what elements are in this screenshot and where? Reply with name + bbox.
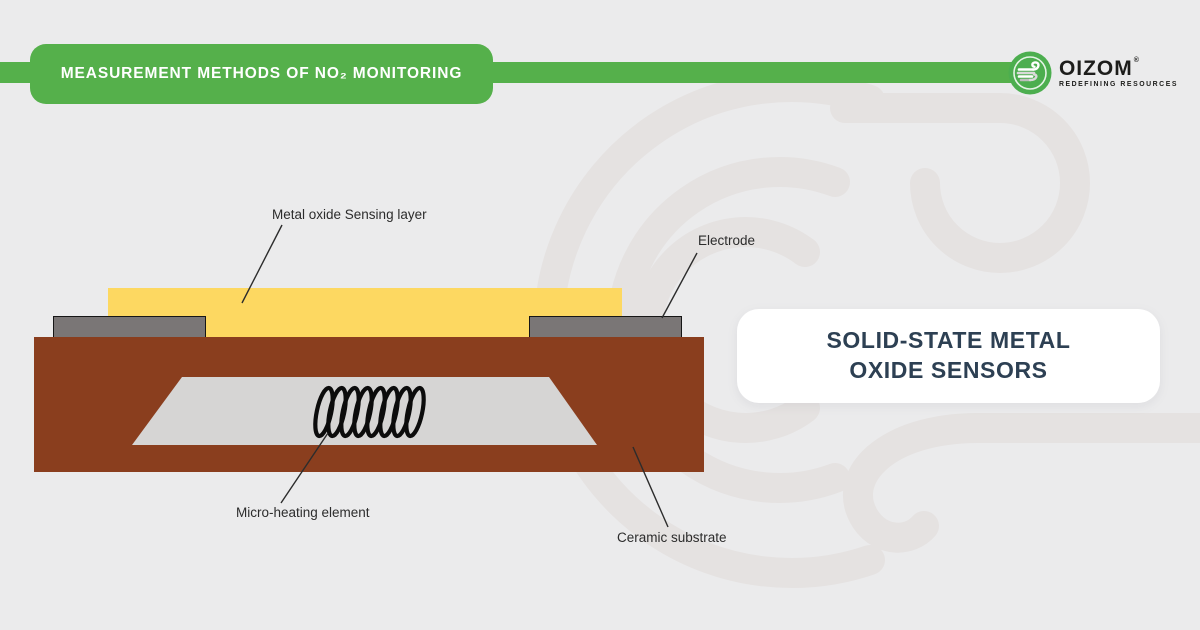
label-electrode: Electrode [698,233,756,248]
heating-coil-icon [313,385,426,439]
logo-text-block: OIZOM ® REDEFINING RESOURCES [1058,56,1178,89]
electrode-right-shape [529,316,682,339]
electrode-left-shape [53,316,206,339]
label-micro-heating-element: Micro-heating element [236,505,370,520]
method-title-card: SOLID-STATE METAL OXIDE SENSORS [737,309,1160,403]
registered-trademark-symbol: ® [1133,56,1139,64]
label-ceramic-substrate: Ceramic substrate [617,530,727,545]
method-title-line1: SOLID-STATE METAL [826,327,1071,354]
wind-swirl-icon [1008,51,1052,95]
oizom-logo: OIZOM ® REDEFINING RESOURCES [1007,50,1178,96]
logo-tagline: REDEFINING RESOURCES [1058,80,1178,88]
method-title-line2: OXIDE SENSORS [849,357,1048,383]
logo-brand-name: OIZOM [1058,56,1133,80]
page-title: MEASUREMENT METHODS OF NO₂ MONITORING [60,65,463,82]
label-metal-oxide-sensing-layer: Metal oxide Sensing layer [272,207,427,222]
header-banner: MEASUREMENT METHODS OF NO₂ MONITORING [30,44,493,104]
